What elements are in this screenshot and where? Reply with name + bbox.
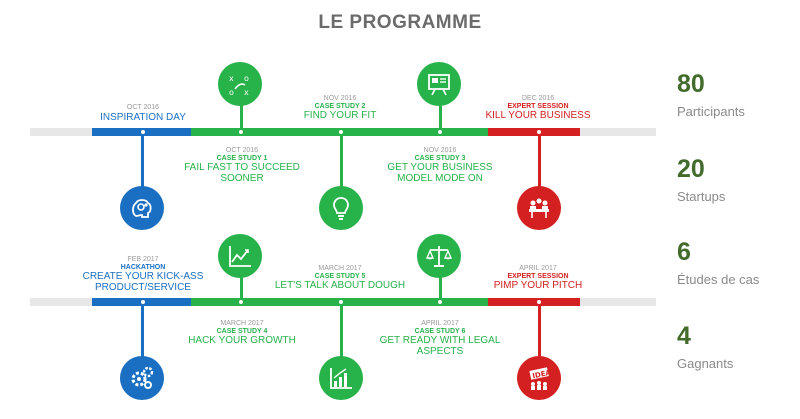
milestone-case-study-2: NOV 2016 CASE STUDY 2 FIND YOUR FIT [270,95,410,121]
milestone-kind: CASE STUDY 5 [314,272,366,280]
lightbulb-icon [319,186,363,230]
milestone-name-line-1: CREATE YOUR KICK-ASS [82,271,204,283]
milestone-case-study-1: OCT 2016 CASE STUDY 1 FAIL FAST TO SUCCE… [172,147,312,184]
milestone-stem [240,276,243,298]
milestone-date: MARCH 2017 [318,265,362,272]
milestone-name-line-1: FAIL FAST TO SUCCEED [184,162,300,174]
milestone-kind: CASE STUDY 4 [216,327,268,335]
milestone-kind: CASE STUDY 2 [314,102,366,110]
milestone-dot [339,130,343,134]
segment-red [488,128,580,136]
milestone-name: HACK YOUR GROWTH [188,335,296,347]
idea-sign-icon: IDEA [517,356,561,400]
stat-value: 6 [677,238,691,266]
milestone-stem [141,306,144,358]
gears-icon [120,356,164,400]
milestone-name-line-2: ASPECTS [416,346,464,358]
milestone-date: OCT 2016 [225,147,259,154]
svg-text:o: o [229,88,234,97]
milestone-hackathon: FEB 2017 HACKATHON CREATE YOUR KICK-ASS … [72,256,214,293]
milestone-date: MARCH 2017 [220,320,264,327]
milestone-name-line-1: GET YOUR BUSINESS [387,162,493,174]
presentation-board-icon [417,62,461,106]
milestone-case-study-6: APRIL 2017 CASE STUDY 6 GET READY WITH L… [368,320,512,357]
milestone-stem [340,136,343,188]
milestone-dot [537,130,541,134]
milestone-case-study-3: NOV 2016 CASE STUDY 3 GET YOUR BUSINESS … [370,147,510,184]
milestone-name: LET'S TALK ABOUT DOUGH [274,280,406,292]
milestone-expert-session-1: DEC 2016 EXPERT SESSION KILL YOUR BUSINE… [470,95,606,121]
segment-red [488,298,580,306]
line-chart-icon [218,234,262,278]
milestone-stem [538,306,541,358]
milestone-dot [438,130,442,134]
milestone-stem [538,136,541,188]
milestone-date: OCT 2016 [126,104,160,111]
milestone-date: APRIL 2017 [421,320,459,327]
milestone-dot [239,130,243,134]
milestone-stem [439,104,442,128]
milestone-name-line-2: PRODUCT/SERVICE [95,282,191,294]
milestone-name: KILL YOUR BUSINESS [485,110,591,122]
milestone-case-study-5: MARCH 2017 CASE STUDY 5 LET'S TALK ABOUT… [265,265,415,291]
stat-value: 20 [677,155,705,183]
milestone-dot [339,300,343,304]
milestone-case-study-4: MARCH 2017 CASE STUDY 4 HACK YOUR GROWTH [172,320,312,346]
stat-winners: 4 Gagnants [677,322,734,372]
stat-value: 80 [677,70,705,98]
milestone-name: PIMP YOUR PITCH [493,280,583,292]
milestone-kind: CASE STUDY 6 [414,327,466,335]
brain-gears-icon [120,186,164,230]
milestone-name-line-2: SOONER [220,173,264,185]
stat-startups: 20 Startups [677,155,726,205]
milestone-inspiration-day: OCT 2016 INSPIRATION DAY [80,104,206,123]
stat-value: 4 [677,322,691,350]
milestone-stem [240,104,243,128]
milestone-dot [438,300,442,304]
milestone-expert-session-2: APRIL 2017 EXPERT SESSION PIMP YOUR PITC… [470,265,606,291]
svg-text:o: o [244,74,249,83]
milestone-dot [239,300,243,304]
milestone-kind: EXPERT SESSION [507,272,569,280]
stat-label: Participants [677,104,745,119]
milestone-kind: CASE STUDY 1 [216,154,268,162]
milestone-dot [141,130,145,134]
scales-icon [417,234,461,278]
milestone-name: INSPIRATION DAY [100,111,186,123]
svg-text:x: x [229,74,234,83]
milestone-date: NOV 2016 [423,147,457,154]
milestone-stem [439,276,442,298]
idea-text: IDEA [532,369,552,381]
meeting-table-icon [517,186,561,230]
milestone-date: APRIL 2017 [519,265,557,272]
milestone-name: FIND YOUR FIT [303,110,377,122]
page-title: LE PROGRAMME [318,12,482,33]
bar-chart-icon [319,356,363,400]
milestone-kind: HACKATHON [120,263,166,271]
svg-text:x: x [244,88,249,97]
stat-label: Études de cas [677,272,760,287]
milestone-kind: CASE STUDY 3 [414,154,466,162]
milestone-name-line-2: MODEL MODE ON [397,173,483,185]
milestone-dot [537,300,541,304]
stat-label: Gagnants [677,356,734,371]
stat-label: Startups [677,189,726,204]
milestone-name-line-1: GET READY WITH LEGAL [379,335,501,347]
milestone-date: NOV 2016 [323,95,357,102]
milestone-kind: EXPERT SESSION [507,102,569,110]
stat-participants: 80 Participants [677,70,745,120]
milestone-dot [141,300,145,304]
milestone-date: DEC 2016 [521,95,555,102]
milestone-date: FEB 2017 [127,256,159,263]
milestone-stem [141,136,144,188]
stat-case-studies: 6 Études de cas [677,238,760,288]
milestone-stem [340,306,343,358]
